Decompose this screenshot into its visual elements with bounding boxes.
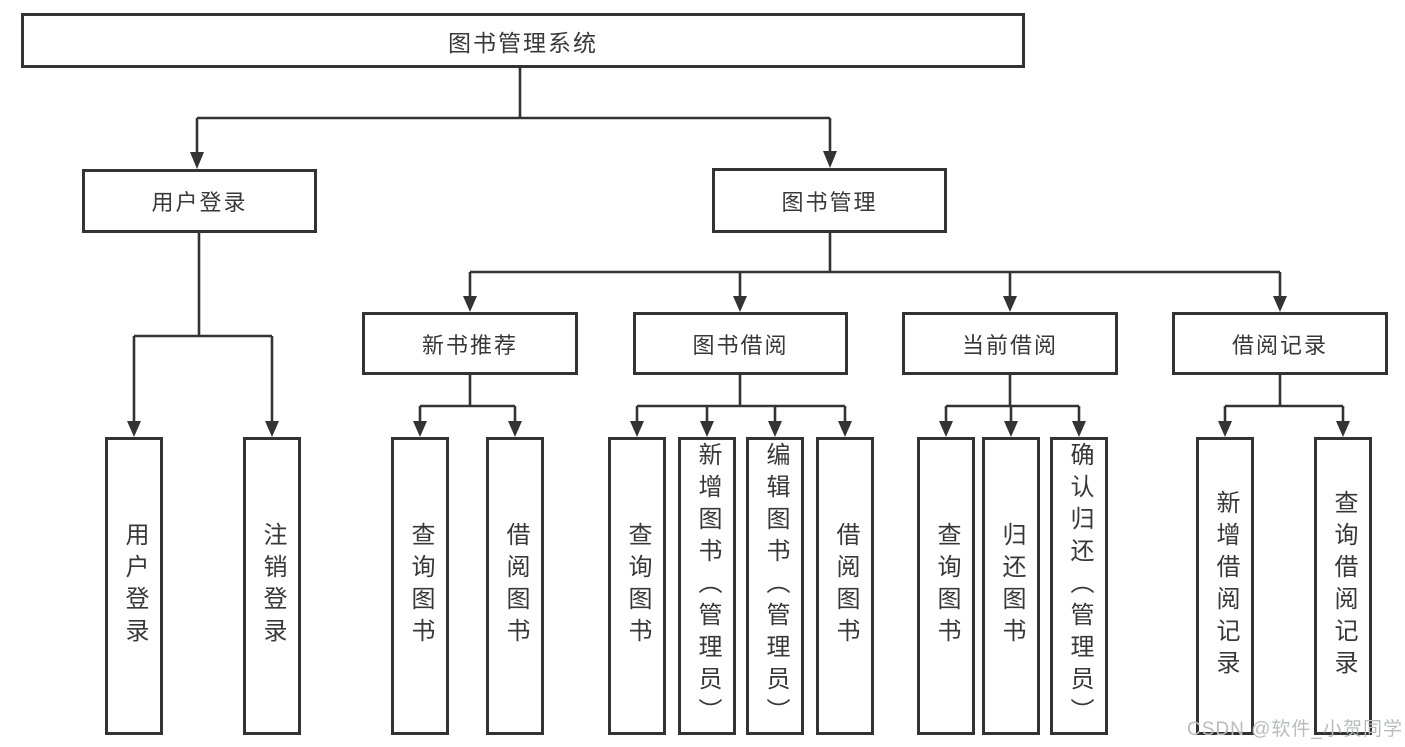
connector-current-to-leaves: [944, 375, 1081, 422]
node-label: 注销登录: [259, 522, 286, 650]
node-label: 借阅图书: [832, 522, 859, 650]
node-current-borrow: 当前借阅: [902, 312, 1118, 375]
node-book-management: 图书管理: [712, 168, 947, 233]
node-label: 新增借阅记录: [1212, 490, 1239, 682]
node-borrow-records: 借阅记录: [1172, 312, 1388, 375]
node-label: 查询图书: [407, 522, 434, 650]
node-label: 查询借阅记录: [1330, 490, 1357, 682]
leaf-confirm-return-admin: 确认归还（管理员）: [1050, 437, 1108, 735]
node-label: 查询图书: [624, 522, 651, 650]
leaf-query-books-2: 查询图书: [608, 437, 666, 735]
leaf-add-books-admin: 新增图书（管理员）: [678, 437, 736, 735]
node-label: 归还图书: [998, 522, 1025, 650]
node-label: 新书推荐: [421, 332, 518, 358]
node-label: 用户登录: [151, 190, 248, 215]
leaf-query-borrow-record: 查询借阅记录: [1314, 437, 1372, 735]
leaf-query-books-3: 查询图书: [917, 437, 975, 735]
connector-borrow-to-leaves: [635, 375, 847, 422]
leaf-borrow-books-2: 借阅图书: [816, 437, 874, 735]
node-book-borrow: 图书借阅: [633, 312, 848, 375]
connector-bookmgmt-to-level2: [468, 233, 1282, 297]
connector-userlogin-to-leaves: [132, 233, 274, 422]
node-label: 新增图书（管理员）: [694, 442, 721, 730]
node-new-book-recommend: 新书推荐: [362, 312, 578, 375]
node-label: 图书管理: [781, 189, 878, 215]
leaf-user-login: 用户登录: [105, 437, 163, 735]
leaf-edit-books-admin: 编辑图书（管理员）: [746, 437, 804, 735]
leaf-return-books: 归还图书: [982, 437, 1040, 735]
node-user-login: 用户登录: [82, 169, 317, 233]
node-label: 确认归还（管理员）: [1066, 442, 1093, 730]
leaf-query-books-1: 查询图书: [391, 437, 449, 735]
connector-root-to-level1: [195, 68, 832, 153]
leaf-borrow-books-1: 借阅图书: [486, 437, 544, 735]
node-label: 用户登录: [121, 522, 148, 650]
leaf-logout: 注销登录: [243, 437, 301, 735]
node-label: 图书管理系统: [448, 29, 598, 56]
node-label: 当前借阅: [961, 332, 1058, 358]
node-label: 借阅图书: [502, 522, 529, 650]
csdn-watermark: CSDN @软件_小贺同学: [1187, 719, 1403, 740]
arrowheads: [127, 151, 1350, 437]
connector-newbook-to-leaves: [418, 375, 517, 422]
node-label: 编辑图书（管理员）: [762, 442, 789, 730]
connector-records-to-leaves: [1223, 375, 1345, 422]
node-label: 借阅记录: [1231, 332, 1328, 358]
node-label: 查询图书: [933, 522, 960, 650]
node-label: 图书借阅: [692, 332, 789, 358]
leaf-add-borrow-record: 新增借阅记录: [1196, 437, 1254, 735]
node-library-management-system: 图书管理系统: [21, 13, 1025, 68]
